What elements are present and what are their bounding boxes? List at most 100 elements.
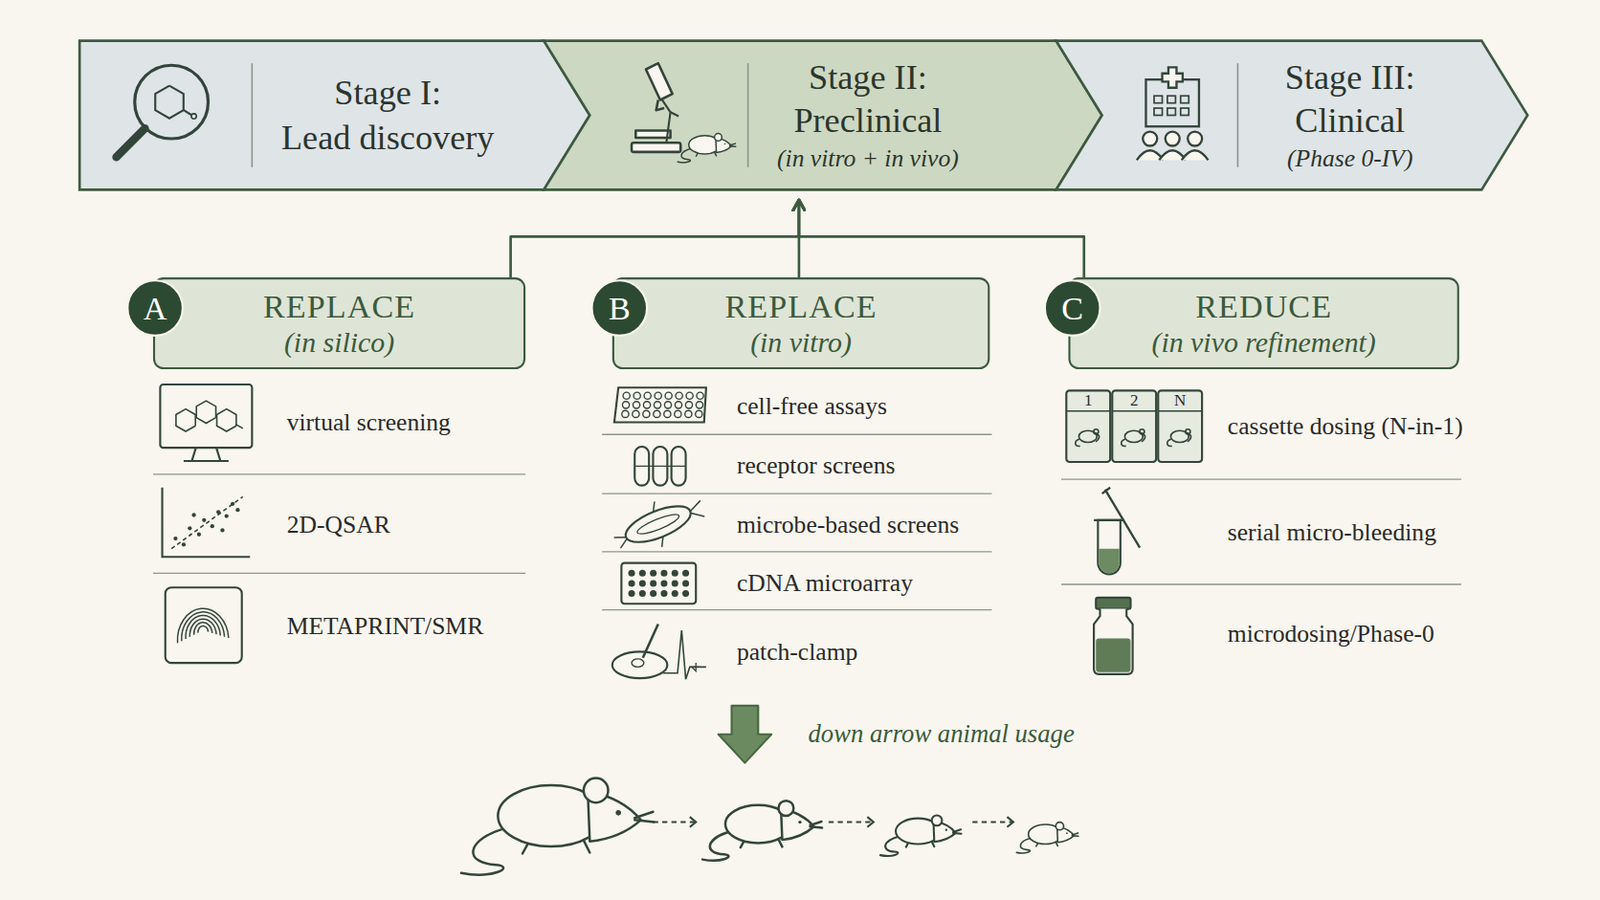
bacterium-icon-part xyxy=(635,511,681,537)
microarray-icon xyxy=(621,563,696,605)
well-plate-icon-part xyxy=(622,401,629,409)
fingerprint-icon xyxy=(165,587,243,664)
patch-clamp-icon-part xyxy=(612,651,668,679)
node-heading: Stage III: xyxy=(1285,56,1416,100)
mouse-figure-part xyxy=(583,778,609,804)
well-plate-icon-part xyxy=(695,410,703,418)
badge-circle xyxy=(591,280,647,336)
mice-row xyxy=(461,778,1079,876)
row-separators-part xyxy=(153,573,526,575)
fingerprint-icon-part xyxy=(185,616,221,641)
microscope-icon-part xyxy=(656,100,666,112)
microarray-icon-part xyxy=(639,579,646,587)
microarray-icon-part xyxy=(628,590,636,598)
item-label: cassette dosing (N-in-1) xyxy=(1227,411,1464,443)
header-text: REPLACE(in silico) xyxy=(155,279,524,368)
mouse-figure-part xyxy=(798,821,801,824)
microarray-icon-part xyxy=(649,579,657,587)
well-plate-icon-part xyxy=(643,410,650,418)
magnifier-icon-part xyxy=(183,110,193,115)
mouse-figure xyxy=(702,800,823,862)
mouse-icon-part xyxy=(730,143,736,147)
micro-bleeding-icon-part xyxy=(1102,488,1112,494)
hospital-icon-part xyxy=(1165,132,1180,147)
hospital-icon-part xyxy=(1181,150,1209,160)
item-label: microdosing/Phase-0 xyxy=(1227,618,1435,649)
panel-badge: A xyxy=(126,279,184,337)
well-plate-icon-part xyxy=(643,401,650,409)
well-plate-icon-part xyxy=(685,410,692,418)
mouse-figure-part xyxy=(615,810,622,817)
well-plate-icon-part xyxy=(633,392,641,400)
microarray-icon-part xyxy=(628,579,636,587)
divider-line xyxy=(747,63,750,168)
item-label: patch-clamp xyxy=(736,636,858,667)
microarray-icon-part xyxy=(682,570,689,578)
well-plate-icon-part xyxy=(632,410,640,418)
vial-icon xyxy=(1093,598,1134,675)
row-separators-part xyxy=(601,434,992,436)
card-number: 2 xyxy=(1130,385,1139,417)
mouse-figure-part xyxy=(945,829,948,832)
scatter-plot-icon-part xyxy=(216,510,221,514)
mouse-figure xyxy=(461,778,655,876)
mouse-figure xyxy=(1016,822,1078,854)
well-plate-icon-part xyxy=(654,392,662,400)
hospital-icon-part xyxy=(1154,108,1163,115)
scatter-plot-icon-part xyxy=(191,512,196,517)
well-plate-icon-part xyxy=(614,387,707,423)
node-heading: REPLACE xyxy=(724,287,877,327)
hospital-icon-part xyxy=(1162,66,1183,88)
mouse-icon-part xyxy=(714,133,723,142)
node-subtitle: (Phase 0-IV) xyxy=(1287,141,1413,175)
patch-clamp-icon-part xyxy=(691,663,701,672)
well-plate-icon-part xyxy=(622,392,630,400)
header-text: REDUCE(in vivo refinement) xyxy=(1070,279,1458,368)
item-label: receptor screens xyxy=(736,449,896,481)
dashed-arrow-part xyxy=(1006,817,1013,828)
micro-bleeding-icon-part xyxy=(1098,549,1119,575)
item-label: serial micro-bleeding xyxy=(1227,517,1437,549)
node-subtitle: Clinical xyxy=(1294,98,1405,142)
bacterium-icon-part xyxy=(658,536,667,548)
well-plate-icon xyxy=(614,387,707,423)
fingerprint-icon-part xyxy=(194,622,213,636)
mouse-figure-part xyxy=(810,822,823,829)
monitor-icon-part xyxy=(159,384,252,448)
vial-icon-part xyxy=(1095,598,1131,610)
patch-clamp-icon-part xyxy=(631,659,645,668)
row-separators-part xyxy=(1061,583,1462,585)
monitor-icon-part xyxy=(217,409,237,432)
badge-text: B xyxy=(590,279,648,337)
node-heading: A xyxy=(143,288,168,330)
down-arrow-icon-part xyxy=(718,706,772,764)
well-plate-icon-part xyxy=(664,410,671,418)
mouse-figure xyxy=(880,815,962,856)
microarray-icon-part xyxy=(660,570,667,578)
microarray-icon-part xyxy=(628,570,636,578)
fingerprint-icon-part xyxy=(198,625,209,633)
node-subtitle: Lead discovery xyxy=(281,114,494,160)
micro-bleeding-icon-part xyxy=(1093,519,1125,522)
mouse-figure-part xyxy=(583,841,590,854)
node-subtitle: (in silico) xyxy=(284,325,395,360)
mouse-icon xyxy=(677,133,735,163)
microscope-icon-part xyxy=(670,111,680,116)
mouse-icon xyxy=(1121,429,1146,447)
card-number: 1 xyxy=(1084,385,1093,417)
patch-clamp-icon-part xyxy=(643,624,659,659)
microscope-icon-part xyxy=(658,93,671,143)
hospital-icon-part xyxy=(1180,95,1190,103)
patch-clamp-icon xyxy=(612,624,707,681)
node-heading: REDUCE xyxy=(1195,287,1333,327)
divider-line xyxy=(251,63,254,168)
well-plate-icon-part xyxy=(653,401,661,409)
item-icons xyxy=(159,384,1202,680)
mouse-figure-part xyxy=(1071,833,1078,837)
microscope-icon-part xyxy=(645,63,673,100)
microarray-icon-part xyxy=(682,579,689,587)
well-plate-icon-part xyxy=(665,392,672,400)
well-plate-icon-part xyxy=(674,401,682,409)
panel-badge: C xyxy=(1044,279,1102,337)
